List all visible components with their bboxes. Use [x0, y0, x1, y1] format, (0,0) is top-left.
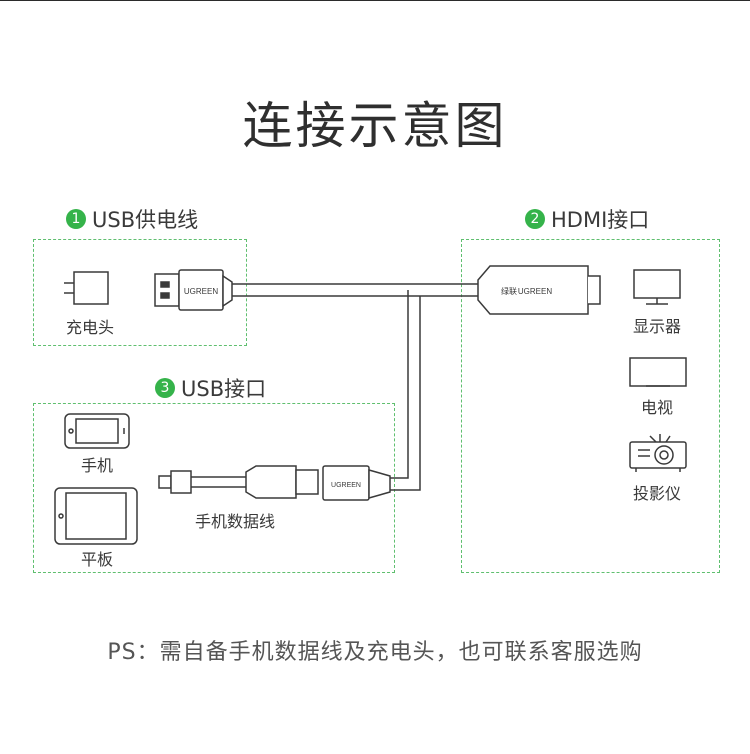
step-2-badge: 2 — [525, 209, 545, 229]
hdmi-plug-brand: UGREEN — [518, 287, 552, 296]
usb-port-box — [33, 403, 395, 573]
usb-port-label: USB接口 — [181, 377, 267, 401]
projector-icon — [629, 434, 687, 472]
phone-cable-label: 手机数据线 — [194, 512, 275, 531]
step-3-badge: 3 — [155, 378, 175, 398]
hdmi-box — [461, 239, 720, 573]
hdmi-label: HDMI接口 — [551, 208, 650, 232]
top-divider — [0, 0, 750, 1]
tablet-label: 平板 — [80, 550, 113, 569]
usb-power-plug-icon — [154, 269, 233, 311]
step-1-badge: 1 — [66, 209, 86, 229]
page-title: 连接示意图 — [242, 97, 508, 155]
monitor-icon — [633, 269, 681, 305]
usb-power-label: USB供电线 — [92, 208, 199, 232]
phone-icon — [64, 413, 130, 449]
charger-icon — [64, 271, 109, 305]
monitor-label: 显示器 — [632, 317, 681, 336]
tv-icon — [629, 357, 687, 387]
main-cable — [230, 283, 478, 297]
usb-port-heading: 3 USB接口 — [155, 373, 266, 403]
phone-cable-icon — [158, 465, 319, 499]
usb-plug-brand: UGREEN — [184, 287, 218, 296]
phone-label: 手机 — [80, 456, 113, 475]
charger-label: 充电头 — [65, 318, 114, 337]
tablet-icon — [54, 487, 138, 545]
usb-power-box — [33, 239, 247, 346]
footer-note: PS：需自备手机数据线及充电头，也可联系客服选购 — [107, 640, 643, 665]
tv-label: 电视 — [640, 398, 673, 417]
hdmi-plug-brand-cn: 绿联 — [501, 287, 517, 296]
projector-label: 投影仪 — [632, 484, 681, 503]
usb-port-brand: UGREEN — [331, 482, 361, 489]
hdmi-heading: 2 HDMI接口 — [525, 204, 649, 234]
branch-cable — [390, 290, 421, 491]
usb-female-port-icon — [322, 465, 391, 501]
hdmi-plug-icon — [477, 265, 601, 315]
usb-power-heading: 1 USB供电线 — [66, 204, 198, 234]
